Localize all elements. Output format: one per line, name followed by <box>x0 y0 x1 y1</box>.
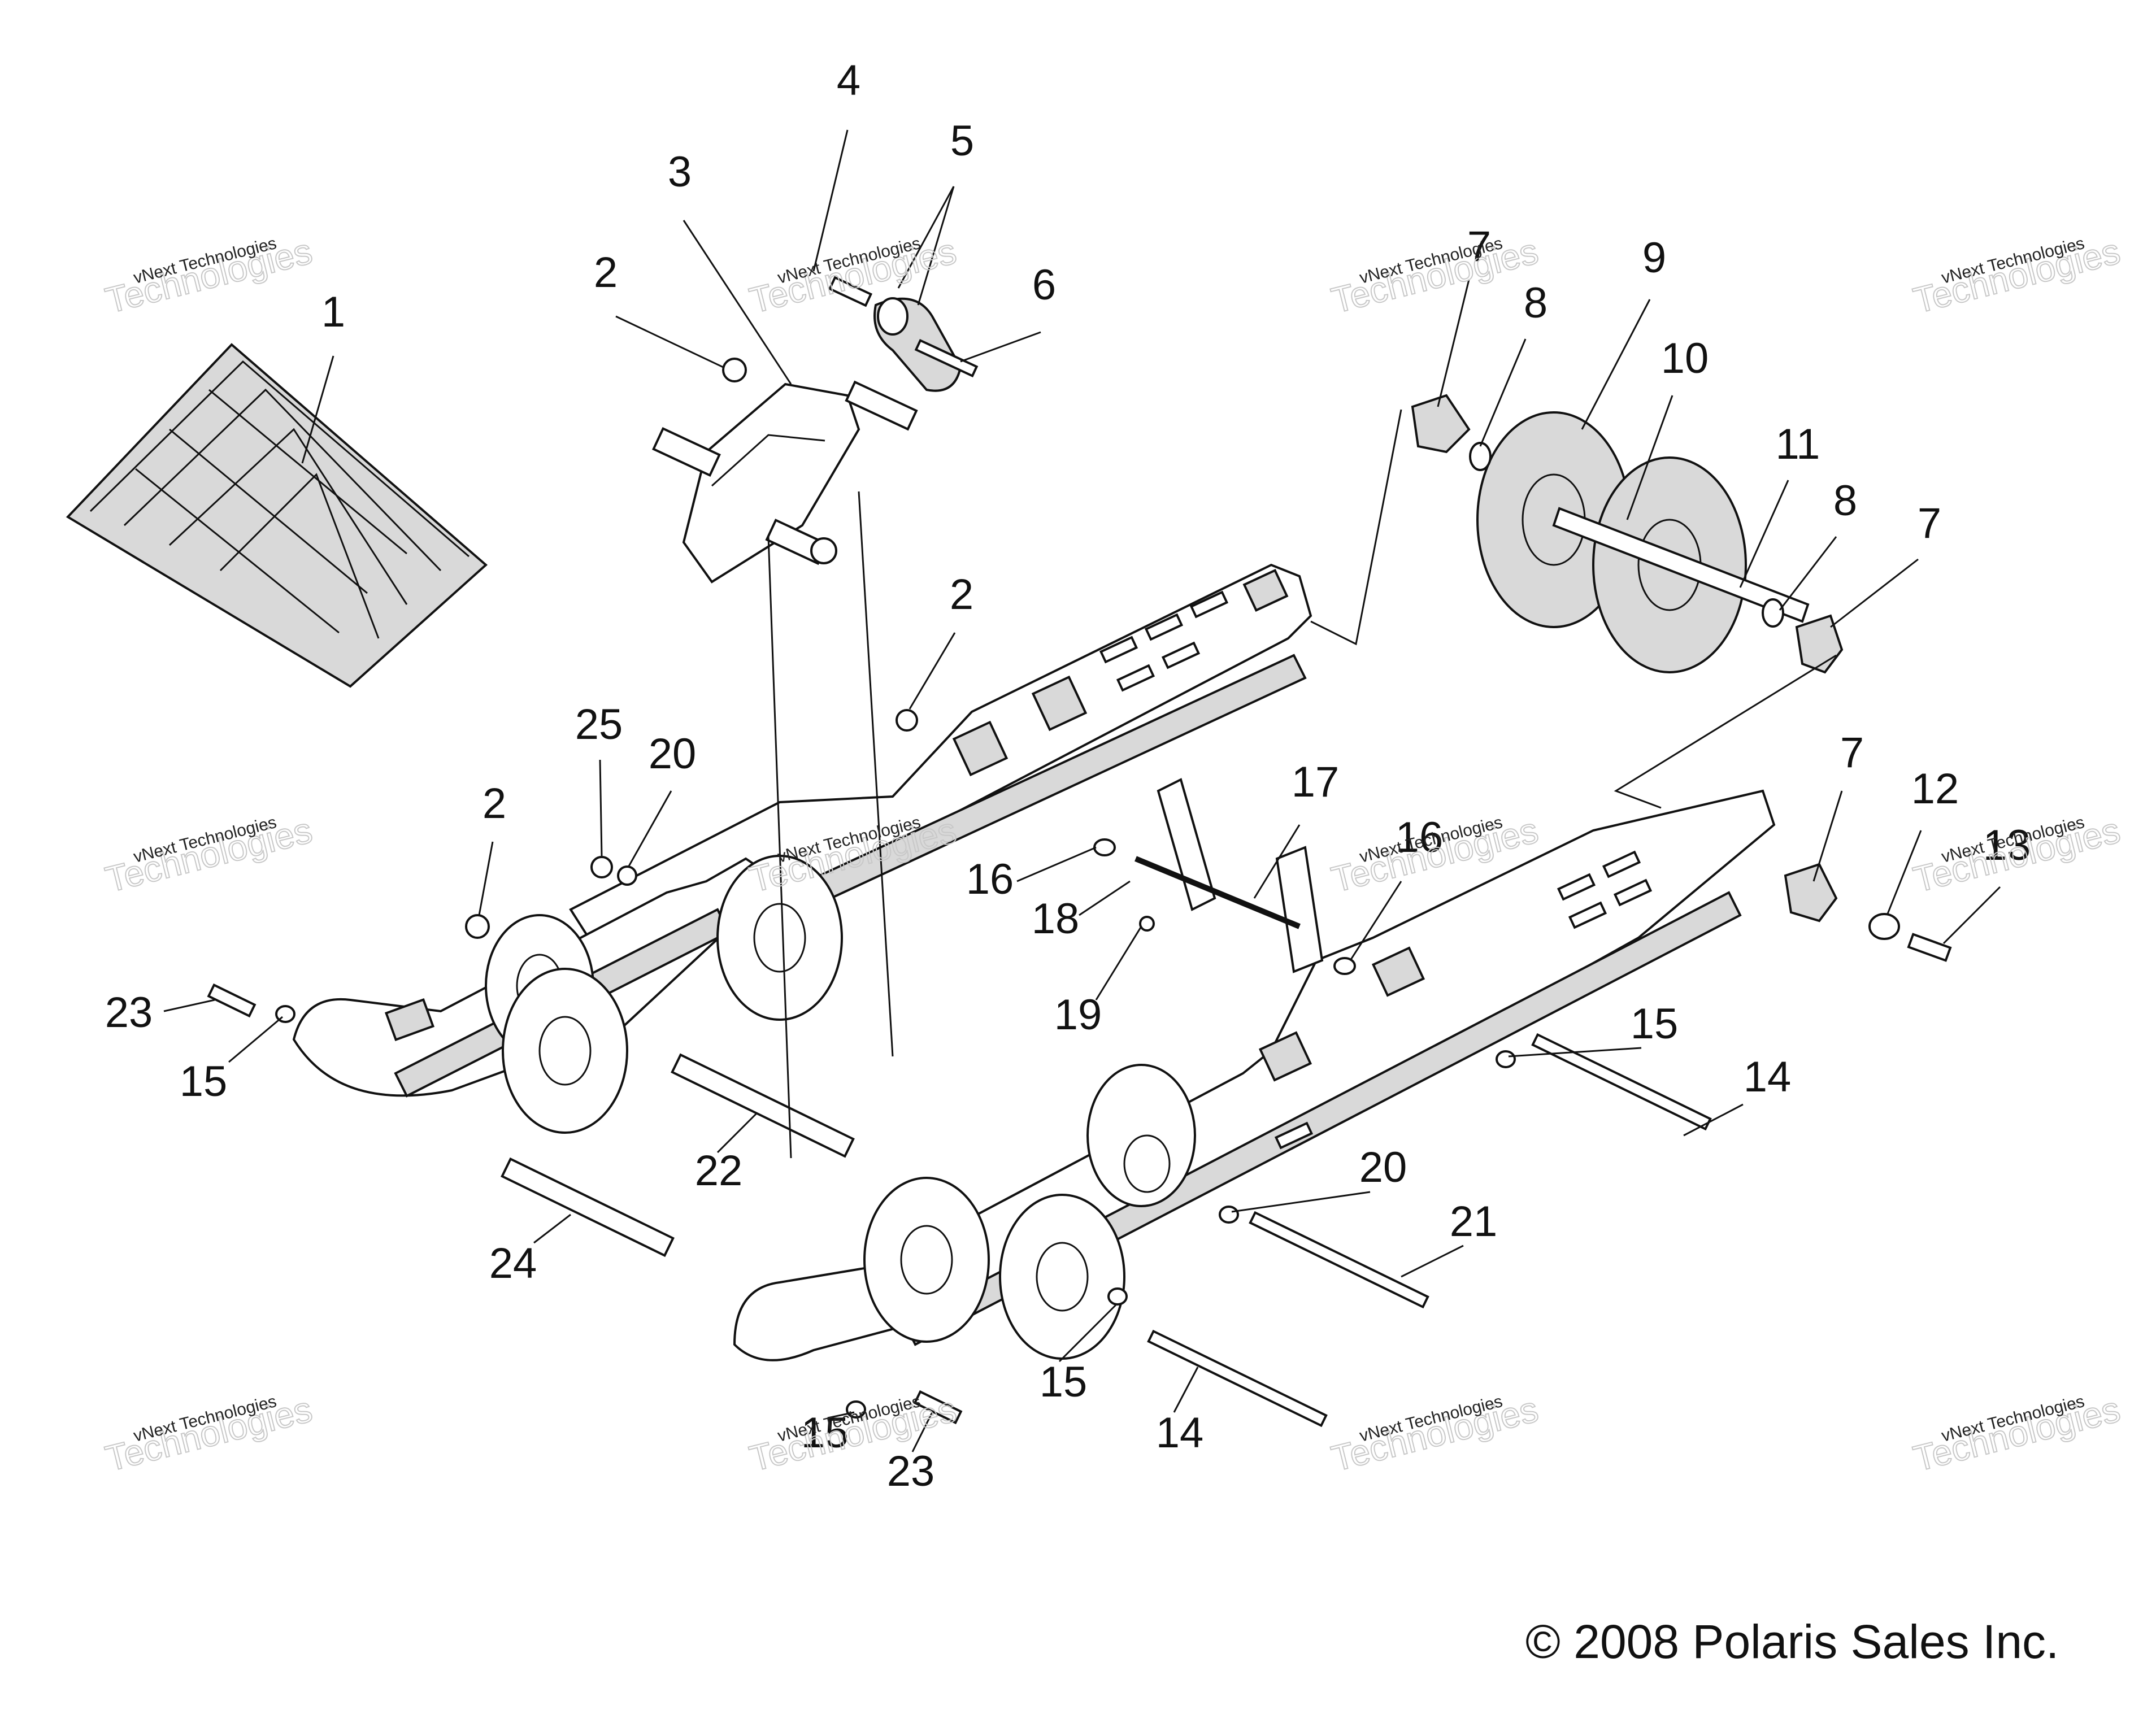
callout-label: 19 <box>1054 991 1102 1039</box>
callout-label: 24 <box>489 1239 537 1287</box>
callout-label: 14 <box>1156 1409 1204 1457</box>
callout-label: 20 <box>1359 1143 1407 1191</box>
callout-label: 25 <box>575 701 623 749</box>
rear-axle-assembly <box>1411 394 1844 923</box>
callout-label: 9 <box>1642 234 1666 282</box>
callout-label: 5 <box>950 117 974 165</box>
callout-label: 23 <box>887 1447 935 1495</box>
callout-label: 14 <box>1744 1053 1792 1101</box>
callout-label: 13 <box>1983 821 2031 869</box>
leader-lines <box>163 491 1744 1452</box>
callout-label: 7 <box>1467 223 1491 271</box>
callout-label: 15 <box>1040 1358 1088 1406</box>
center-bracket <box>1093 778 1356 975</box>
callout-label: 8 <box>1524 279 1548 327</box>
callout-label: 16 <box>966 855 1014 903</box>
callout-label: 4 <box>837 56 860 105</box>
callout-label: 10 <box>1661 334 1709 382</box>
callout-label: 8 <box>1833 477 1857 525</box>
callout-label: 18 <box>1032 895 1080 943</box>
callout-label: 7 <box>1840 729 1864 777</box>
callout-label: 7 <box>1918 499 1941 547</box>
callout-label: 11 <box>1776 420 1820 468</box>
callout-label: 3 <box>668 148 692 196</box>
callout-label: 21 <box>1450 1198 1498 1246</box>
callout-label: 12 <box>1911 765 1959 813</box>
callout-label: 15 <box>180 1058 228 1106</box>
callout-label: 2 <box>950 571 973 619</box>
part-12-washer <box>1868 913 1900 940</box>
callout-label: 20 <box>649 730 697 778</box>
callout-label: 1 <box>321 288 345 336</box>
callout-label: 2 <box>482 780 506 828</box>
callout-label: 23 <box>105 989 153 1037</box>
front-pivot-arm <box>652 276 979 584</box>
callout-label: 16 <box>1396 813 1444 862</box>
callout-label: 15 <box>801 1409 849 1457</box>
shafts-and-bolts <box>207 709 1712 1428</box>
part-1-track <box>66 343 488 688</box>
callout-label: 17 <box>1292 758 1340 806</box>
copyright-notice: © 2008 Polaris Sales Inc. <box>1525 1615 2059 1668</box>
part-13-bolt <box>1907 933 1952 962</box>
callout-label: 6 <box>1032 261 1056 309</box>
callout-label: 22 <box>695 1147 743 1195</box>
idler-wheels <box>485 855 1196 1360</box>
callout-label: 15 <box>1631 1000 1679 1048</box>
callout-label: 2 <box>594 249 618 297</box>
